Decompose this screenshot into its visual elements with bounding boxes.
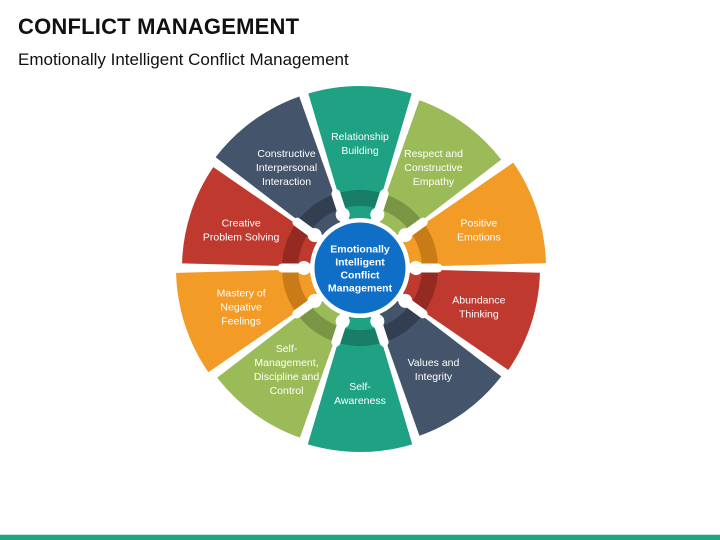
spoke-knob <box>370 207 385 222</box>
spoke-knob <box>307 293 322 308</box>
segment-shape <box>215 96 344 238</box>
segment-ring-band <box>380 194 422 231</box>
segment-6: Self-Awareness <box>307 315 413 452</box>
spoke-knob <box>409 261 423 275</box>
segment-ring-band <box>282 269 309 313</box>
spoke-knob <box>335 207 350 222</box>
segment-shape <box>308 86 412 221</box>
segment-ring-band <box>337 190 383 209</box>
segment-shape <box>401 162 546 267</box>
page-title: CONFLICT MANAGEMENT <box>18 14 300 39</box>
footer-bar <box>0 534 720 540</box>
center-circle <box>311 219 409 317</box>
page-subtitle: Emotionally Intelligent Conflict Managem… <box>18 50 349 69</box>
segment-shape <box>182 167 319 267</box>
segment-ring-band <box>411 269 438 313</box>
segment-shape <box>307 315 413 452</box>
spoke-knob <box>398 293 413 308</box>
spoke-knob <box>370 314 385 329</box>
segment-shape <box>376 100 502 238</box>
segment-ring-band <box>282 223 309 267</box>
segment-shape <box>176 269 319 373</box>
segment-shape <box>376 298 502 436</box>
spoke-knob <box>335 314 350 329</box>
segment-ring-band <box>298 305 340 342</box>
segment-shape <box>217 298 344 438</box>
spoke-knob <box>297 261 311 275</box>
segment-ring-band <box>411 223 438 267</box>
segment-ring-band <box>380 305 422 342</box>
segment-ring-band <box>298 194 340 231</box>
segment-label: Self-Awareness <box>334 381 386 407</box>
spoke-knob <box>307 228 322 243</box>
segment-shape <box>401 269 540 370</box>
spoke-knob <box>398 228 413 243</box>
segment-ring-band <box>337 327 383 346</box>
